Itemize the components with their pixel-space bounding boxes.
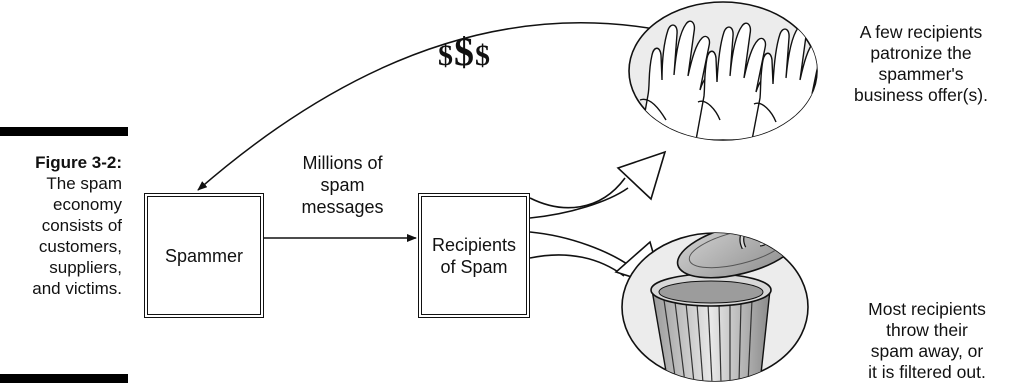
filtered-note: Most recipients throw their spam away, o… <box>868 299 986 382</box>
recipients-node: Recipients of Spam <box>418 193 530 318</box>
dollar-sign-right: $ <box>475 39 491 72</box>
hands-icon <box>628 1 818 141</box>
arrow-to-hands <box>616 150 667 201</box>
trash-can-icon <box>621 232 809 382</box>
dollar-sign-left: $ <box>438 39 454 72</box>
connector-mid-low <box>529 231 631 267</box>
connector-upper <box>529 177 626 209</box>
spammer-label: Spammer <box>164 245 244 266</box>
patronize-note: A few recipients patronize the spammer's… <box>854 22 988 105</box>
money-arrow <box>197 22 661 191</box>
spammer-node: Spammer <box>144 193 264 318</box>
connector-lower <box>529 254 625 277</box>
recipients-label: Recipients of Spam <box>431 234 517 277</box>
figure-caption-text: The spam economy consists of customers, … <box>32 174 122 298</box>
money-symbols: $$$ <box>438 28 491 75</box>
dollar-sign-middle: $ <box>454 29 475 74</box>
messages-label: Millions of spam messages <box>301 153 384 217</box>
figure-caption: Figure 3-2: The spam economy consists of… <box>0 152 122 299</box>
connector-mid <box>529 187 629 219</box>
figure-top-rule <box>0 127 128 136</box>
figure-label: Figure 3-2: <box>35 153 122 172</box>
figure-bottom-rule <box>0 374 128 383</box>
